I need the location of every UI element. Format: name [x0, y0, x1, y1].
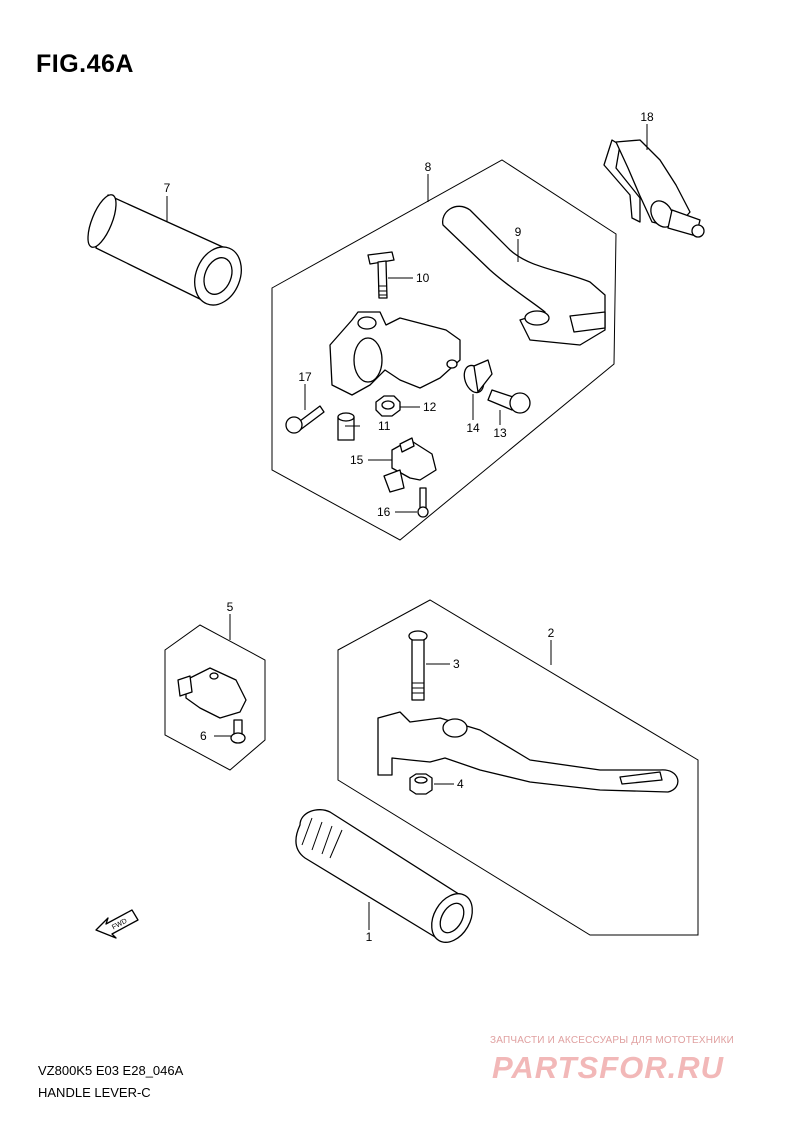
callout-6: 6	[200, 729, 207, 743]
callout-14: 14	[466, 421, 480, 435]
lever-assembly-part-2[interactable]	[377, 711, 679, 793]
collar-part-11[interactable]	[337, 412, 355, 441]
pin-part-10[interactable]	[367, 251, 395, 299]
callout-9: 9	[515, 225, 522, 239]
group-box-8	[271, 159, 617, 541]
screw-part-16[interactable]	[417, 487, 429, 518]
group-box-5	[164, 624, 266, 771]
screw-part-17[interactable]	[285, 405, 325, 434]
grip-part-7[interactable]	[82, 191, 249, 312]
callout-labels: 1 2 3 4 5 6 7 8 9 10 11 12 13 14 15 16 1…	[164, 110, 654, 944]
pivot-bolt-part-3[interactable]	[408, 630, 428, 701]
callout-3: 3	[453, 657, 460, 671]
callout-10: 10	[416, 271, 430, 285]
callout-4: 4	[457, 777, 464, 791]
lever-bracket[interactable]	[329, 311, 461, 396]
callout-13: 13	[493, 426, 507, 440]
screw-part-6[interactable]	[230, 719, 246, 744]
watermark-logo: PARTSFOR.RU	[492, 1050, 725, 1085]
callout-2: 2	[548, 626, 555, 640]
bolt-part-13[interactable]	[487, 389, 531, 414]
callout-11: 11	[378, 419, 391, 433]
figure-title: FIG.46A	[36, 50, 134, 78]
nut-part-12[interactable]	[375, 395, 401, 417]
model-code: VZ800K5 E03 E28_046A	[38, 1063, 184, 1078]
nut-part-4[interactable]	[409, 773, 433, 795]
callout-17: 17	[298, 370, 312, 384]
leader-lines	[166, 124, 648, 930]
switch-part-5[interactable]	[177, 667, 247, 719]
adjuster-part-14[interactable]	[461, 359, 493, 395]
callout-12: 12	[423, 400, 437, 414]
callout-5: 5	[227, 600, 234, 614]
cable-holder-part-18[interactable]	[603, 139, 705, 238]
group-box-2	[337, 599, 699, 936]
section-name: HANDLE LEVER-C	[38, 1085, 151, 1100]
callout-15: 15	[350, 453, 364, 467]
callout-8: 8	[425, 160, 432, 174]
callout-1: 1	[366, 930, 373, 944]
callout-16: 16	[377, 505, 391, 519]
switch-part-15[interactable]	[383, 437, 437, 493]
throttle-grip-part-1[interactable]	[295, 809, 481, 950]
lever-part-9[interactable]	[442, 205, 606, 346]
callout-18: 18	[640, 110, 654, 124]
watermark-tagline: ЗАПЧАСТИ И АКСЕССУАРЫ ДЛЯ МОТОТЕХНИКИ	[490, 1035, 735, 1046]
callout-7: 7	[164, 181, 171, 195]
fwd-arrow-icon: FWD	[95, 909, 139, 939]
